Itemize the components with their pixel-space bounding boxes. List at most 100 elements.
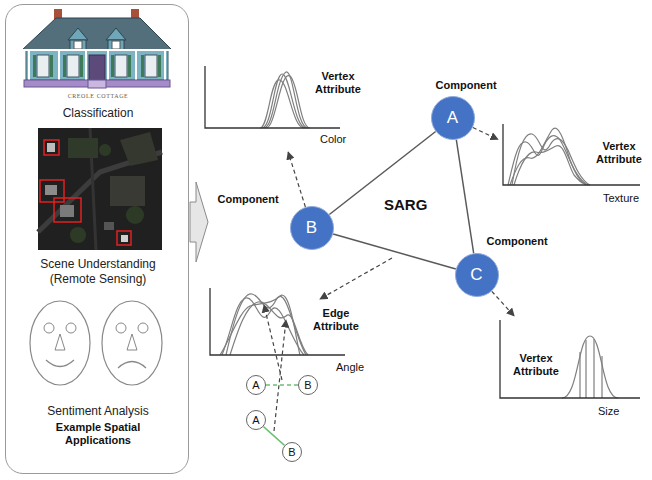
cottage-illustration: [63, 55, 66, 77]
cottage-illustration: [22, 9, 172, 88]
cottage-illustration: [128, 55, 131, 77]
cottage-illustration: [68, 28, 88, 40]
vertex-circle: B: [298, 375, 318, 395]
component-node: ComponentC: [455, 253, 499, 297]
distribution-curves: [220, 72, 618, 398]
node-letter: B: [306, 218, 317, 238]
cottage-illustration: [22, 18, 172, 50]
cottage-illustration: [26, 50, 168, 80]
cottage-illustration: [22, 49, 172, 51]
connector-line: [456, 140, 473, 254]
axis-label: Color: [320, 133, 346, 146]
axis-label: Size: [598, 405, 619, 418]
cottage-illustration: [141, 55, 144, 77]
satellite-image: [70, 227, 86, 243]
cottage-illustration: [28, 51, 30, 80]
satellite-image: [99, 144, 111, 156]
face-drawings: [44, 323, 54, 333]
connector-line: [263, 427, 284, 446]
axis-line: [500, 320, 640, 398]
distribution-curves: [514, 146, 590, 185]
distribution-curves: [220, 295, 300, 355]
caption-text: CREOLE COTTAGE: [21, 92, 175, 100]
component-label: Component: [436, 79, 497, 92]
cottage-illustration: [33, 55, 36, 77]
distribution-curves: [262, 74, 306, 128]
cottage-illustration: [88, 80, 106, 88]
satellite-image: [54, 198, 81, 222]
satellite-image: [117, 231, 131, 245]
satellite-image: [45, 185, 57, 195]
cottage-illustration: [112, 41, 120, 49]
face-drawings: [66, 323, 76, 333]
axis-line: [205, 66, 340, 128]
dashed-connector: [288, 152, 305, 207]
face-drawings: [127, 334, 137, 350]
dashed-connector: [473, 127, 498, 139]
face-drawings: [30, 301, 90, 385]
satellite-image: [126, 206, 144, 224]
face-drawings: [138, 323, 148, 333]
cottage-illustration: [107, 51, 109, 80]
leader-arrow: [320, 258, 392, 299]
cottage-illustration: [80, 55, 83, 77]
face-drawings: [116, 323, 126, 333]
flow-arrow: [190, 182, 208, 262]
satellite-image: [120, 132, 158, 166]
chart-axes: [498, 120, 648, 224]
cottage-illustration: [85, 51, 87, 80]
component-node: ComponentB: [290, 206, 334, 250]
cottage-illustration: [24, 80, 170, 87]
distribution-curves: [601, 356, 602, 398]
node-letter: A: [252, 414, 259, 427]
leader-arrow: [264, 258, 392, 431]
satellite-image: [110, 176, 145, 206]
chart-title: Vertex Attribute: [508, 352, 564, 378]
applications-panel: CREOLE COTTAGE ClassificationScene Unders…: [5, 4, 189, 474]
distribution-curves: [585, 340, 586, 398]
vertex-circle: A: [246, 410, 266, 430]
node-letter: A: [252, 379, 259, 392]
leader-arrow: [264, 305, 282, 380]
cottage-illustration: [50, 55, 53, 77]
satellite-image: [104, 222, 114, 230]
leader-arrow: [274, 320, 286, 431]
application-label: Sentiment Analysis: [21, 404, 175, 419]
attribute-chart: Vertex AttributeTexture: [498, 120, 648, 224]
cottage-illustration: [135, 51, 137, 80]
satellite-image: [38, 128, 162, 250]
distribution-curves: [593, 339, 594, 398]
chart-title: Vertex Attribute: [310, 70, 366, 96]
distribution-curves: [230, 302, 308, 355]
chart-title: Edge Attribute: [310, 307, 362, 333]
node-letter: C: [470, 265, 482, 285]
cottage-illustration: [67, 55, 79, 77]
chart-title: Vertex Attribute: [592, 140, 646, 166]
satellite-image: [44, 140, 59, 155]
component-node: ComponentA: [431, 96, 475, 140]
component-label: Component: [218, 193, 279, 206]
vertex-circle: B: [282, 442, 302, 462]
face-drawings: [55, 334, 65, 350]
cottage-illustration: [145, 55, 157, 77]
dashed-connector: [492, 291, 514, 316]
attribute-chart: Edge AttributeAngle: [205, 284, 370, 378]
node-letter: B: [288, 446, 295, 459]
graph-title: SARG: [384, 196, 427, 213]
application-label: Scene Understanding (Remote Sensing): [26, 257, 170, 287]
cottage-illustration: [164, 51, 166, 80]
component-label: Component: [487, 235, 548, 248]
face-drawings: [46, 360, 74, 367]
face-drawings: [102, 301, 162, 385]
cottage-illustration: [115, 55, 127, 77]
application-label: Classification: [21, 106, 175, 121]
dashed-connector: [266, 384, 298, 385]
node-letter: B: [304, 379, 311, 392]
node-letter: A: [447, 108, 458, 128]
satellite-image: [68, 138, 98, 158]
cottage-illustration: [108, 40, 124, 50]
cottage-illustration: [70, 40, 86, 50]
face-drawings: [118, 362, 146, 369]
cottage-illustration: [74, 41, 82, 49]
